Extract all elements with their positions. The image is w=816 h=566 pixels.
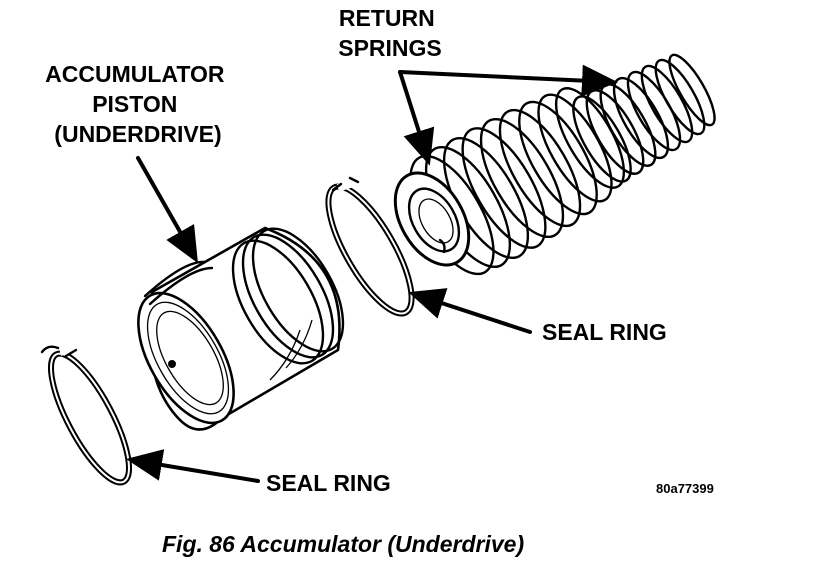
arrow-return-springs-to-outer <box>398 70 435 166</box>
figure-caption: Fig. 86 Accumulator (Underdrive) <box>162 531 524 557</box>
label-seal-ring-upper: SEAL RING <box>542 319 667 345</box>
arrow-return-springs-to-inner <box>398 64 618 97</box>
arrow-seal-ring-upper <box>408 288 532 334</box>
leader-arrows <box>126 64 618 483</box>
return-springs-illustration <box>393 53 716 276</box>
outer-spring <box>393 87 626 276</box>
label-accumulator-piston: ACCUMULATOR PISTON (UNDERDRIVE) <box>45 61 231 147</box>
label-seal-ring-lower: SEAL RING <box>266 470 391 496</box>
inner-spring <box>572 53 716 183</box>
lower-seal-ring-illustration <box>40 344 132 486</box>
label-return-springs: RETURN SPRINGS <box>338 5 442 61</box>
arrow-accumulator-piston <box>136 156 198 264</box>
figure-code: 80a77399 <box>656 481 714 496</box>
upper-seal-ring-illustration <box>325 176 415 317</box>
arrow-seal-ring-lower <box>126 449 260 483</box>
accumulator-piston-illustration <box>137 226 345 431</box>
